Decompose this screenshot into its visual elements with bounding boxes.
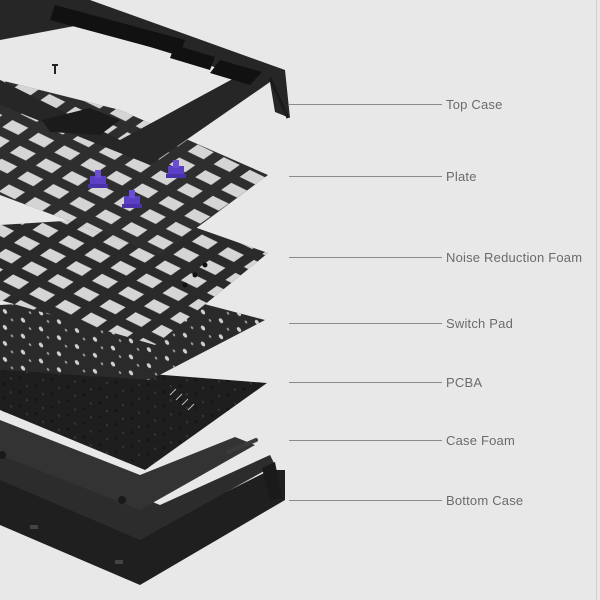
callout-label: Bottom Case (446, 492, 524, 508)
callout-label: Top Case (446, 96, 503, 112)
right-edge-divider (596, 0, 597, 600)
callout-case-foam: Case Foam (289, 432, 515, 448)
bottom-case-part (0, 440, 285, 585)
leader-line (289, 103, 442, 105)
callout-label: Plate (446, 168, 477, 184)
callout-noise-reduction-foam: Noise Reduction Foam (289, 249, 583, 265)
callout-label: Case Foam (446, 432, 515, 448)
screw-icon (52, 64, 58, 74)
callout-label: PCBA (446, 374, 483, 390)
case-foam-part (0, 420, 258, 510)
callout-plate: Plate (289, 168, 477, 184)
callout-bottom-case: Bottom Case (289, 492, 524, 508)
switch-icon (88, 170, 108, 188)
leader-line (289, 322, 442, 324)
leader-line (289, 499, 442, 501)
callout-switch-pad: Switch Pad (289, 315, 514, 331)
key-switches (88, 160, 186, 208)
leader-line (289, 175, 442, 177)
top-case-part (0, 0, 290, 165)
callout-top-case: Top Case (289, 96, 503, 112)
switch-icon (122, 190, 142, 208)
leader-line (289, 256, 442, 258)
leader-line (289, 381, 442, 383)
leader-line (289, 439, 442, 441)
switch-icon (166, 160, 186, 178)
callout-label: Noise Reduction Foam (446, 249, 583, 265)
noise-reduction-foam-part (0, 215, 268, 345)
callout-pcba: PCBA (289, 374, 483, 390)
callout-label: Switch Pad (446, 315, 514, 331)
